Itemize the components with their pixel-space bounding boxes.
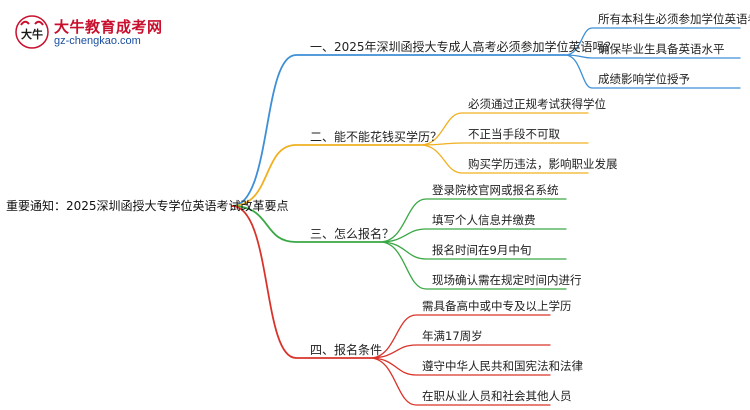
leaf-label: 在职从业人员和社会其他人员 xyxy=(422,389,572,403)
leaf-connector xyxy=(369,314,551,359)
bull-logo-icon: 大牛 xyxy=(15,15,49,49)
branch-label: 四、报名条件 xyxy=(310,343,383,357)
branch-label: 二、能不能花钱买学历？ xyxy=(310,130,443,144)
branch-connector xyxy=(231,205,371,359)
leaf-label: 成绩影响学位授予 xyxy=(598,72,690,86)
branch-connector xyxy=(231,144,421,207)
branch-label: 三、怎么报名？ xyxy=(310,227,395,241)
branch-label: 一、2025年深圳函授大专成人高考必须参加学位英语吗？ xyxy=(310,40,617,54)
leaf-label: 必须通过正规考试获得学位 xyxy=(468,97,606,111)
leaf-connector xyxy=(369,357,551,406)
brand-logo: 大牛 大牛教育成考网 gz-chengkao.com xyxy=(14,14,164,50)
leaf-label: 所有本科生必须参加学位英语考试 xyxy=(598,12,750,26)
leaf-connector xyxy=(564,54,741,59)
leaf-connector xyxy=(419,144,589,174)
leaf-connector xyxy=(379,241,567,260)
leaf-label: 年满17周岁 xyxy=(422,329,483,343)
leaf-connector xyxy=(379,198,567,243)
root-node-label: 重要通知：2025深圳函授大专学位英语考试改革要点 xyxy=(6,199,289,213)
leaf-label: 填写个人信息并缴费 xyxy=(432,213,536,227)
leaf-label: 现场确认需在规定时间内进行 xyxy=(432,273,582,287)
leaf-connector xyxy=(369,357,551,376)
branch-connector xyxy=(231,205,381,243)
leaf-connector xyxy=(564,27,741,56)
leaf-label: 需具备高中或中专及以上学历 xyxy=(422,299,572,313)
logo-mark-text: 大牛 xyxy=(21,27,43,41)
leaf-label: 不正当手段不可取 xyxy=(468,127,560,141)
leaf-connector xyxy=(379,228,567,243)
branch-connector xyxy=(231,54,566,207)
brand-url: gz-chengkao.com xyxy=(54,35,141,47)
leaf-label: 确保毕业生具备英语水平 xyxy=(598,42,725,56)
leaf-label: 登录院校官网或报名系统 xyxy=(432,183,559,197)
leaf-label: 购买学历违法，影响职业发展 xyxy=(468,157,618,171)
leaf-connector xyxy=(419,112,589,146)
brand-name: 大牛教育成考网 xyxy=(54,18,163,36)
leaf-label: 报名时间在9月中旬 xyxy=(432,243,532,257)
leaf-connector xyxy=(564,54,741,89)
leaf-connector xyxy=(419,142,589,146)
leaf-label: 遵守中华人民共和国宪法和法律 xyxy=(422,359,583,373)
leaf-connector xyxy=(379,241,567,290)
leaf-connector xyxy=(369,344,551,359)
